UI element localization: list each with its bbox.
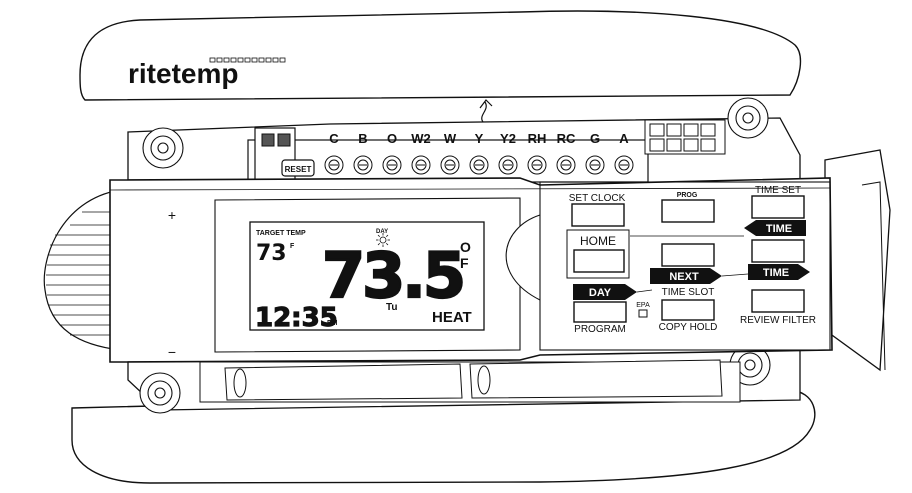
battery-door-edge [861,181,886,371]
sun-icon [376,233,390,247]
set-clock-button[interactable] [571,203,625,227]
bottom-cover-plate [71,389,816,484]
time-down-arrow [748,264,810,280]
reset-switch-knob [261,133,275,147]
button-panel [539,181,831,351]
mounting-screw-icon [727,97,769,139]
terminal-screw-icon [440,155,460,175]
reset-button[interactable] [281,159,315,177]
lcd-screen [249,221,485,331]
terminal-label-rc: RC [557,131,576,146]
terminal-label-o: O [387,131,397,146]
reset-switch-knob [277,133,291,147]
up-arrow-icon [479,99,493,123]
time-up-button[interactable] [751,195,805,219]
next-label: NEXT [669,271,699,283]
time-set-label: TIME SET [755,185,801,196]
dial-ridges [46,211,118,336]
top-cover-plate [79,10,802,101]
review-filter-label: REVIEW FILTER [740,315,816,326]
epa-label: EPA [636,302,650,309]
terminal-screw-icon [527,155,547,175]
current-temperature: 73.5 [322,239,463,312]
home-frame [566,229,630,279]
connector-line [721,273,749,277]
time-up-label: TIME [766,223,792,235]
time-down-button[interactable] [751,239,805,263]
copy-hold-button[interactable] [661,299,715,321]
prog-label: PROG [677,192,698,199]
day-arrow [573,284,637,300]
set-clock-label: SET CLOCK [569,193,626,204]
terminal-label-c: C [329,131,339,146]
next-button[interactable] [661,243,715,267]
program-label: PROGRAM [574,324,626,335]
terminal-label-w2: W2 [411,131,431,146]
reset-label: RESET [285,165,312,174]
minus-symbol: − [168,344,176,360]
terminal-screws [324,155,634,175]
terminal-screw-icon [353,155,373,175]
terminal-labels: C B O W2 W Y Y2 RH RC G A [329,131,629,146]
terminal-screw-icon [556,155,576,175]
body-top-edge [109,187,831,191]
target-temp-unit: F [290,243,295,250]
connector-pins [644,119,726,155]
review-filter-button[interactable] [751,289,805,313]
prog-button[interactable] [661,199,715,223]
terminal-label-y: Y [475,131,484,146]
temp-unit-degree: O [460,239,471,255]
battery-compartment [199,359,741,403]
mode-indicator: HEAT [432,309,472,326]
terminal-screw-icon [469,155,489,175]
terminal-label-b: B [358,131,367,146]
day-label: DAY [376,229,388,235]
logo-dot-row [209,57,286,63]
home-label: HOME [580,234,616,248]
program-button[interactable] [573,301,627,323]
next-arrow [650,268,722,284]
home-button[interactable] [573,249,625,273]
target-temp-label: TARGET TEMP [256,230,306,237]
clock-ampm: PM [327,320,338,327]
terminal-screw-icon [324,155,344,175]
time-up-arrow [744,220,806,236]
terminal-screw-icon [498,155,518,175]
target-temp-value: 73 [256,241,287,266]
copy-hold-label: COPY HOLD [659,322,718,333]
terminal-label-y2: Y2 [500,131,516,146]
terminal-label-a: A [619,131,629,146]
terminal-label-rh: RH [528,131,547,146]
temp-unit-f: F [460,255,469,271]
terminal-screw-icon [411,155,431,175]
terminal-screw-icon [382,155,402,175]
clock-time: 12:35 [255,303,338,333]
mounting-screw-icon [139,372,181,414]
mounting-screw-icon [142,127,184,169]
epa-icon [638,309,648,318]
day-label-button: DAY [589,287,612,299]
terminal-screw-icon [614,155,634,175]
terminal-label-w: W [444,131,457,146]
plus-symbol: + [168,207,176,223]
temperature-dial[interactable] [43,189,121,351]
time-slot-label: TIME SLOT [662,287,715,298]
brand-logo: ritetemp [128,58,238,89]
terminal-screw-icon [585,155,605,175]
time-down-label: TIME [763,267,789,279]
sliding-cover-edge [505,214,541,301]
terminal-label-g: G [590,131,600,146]
weekday: Tu [386,302,397,313]
connector-line [636,289,653,293]
